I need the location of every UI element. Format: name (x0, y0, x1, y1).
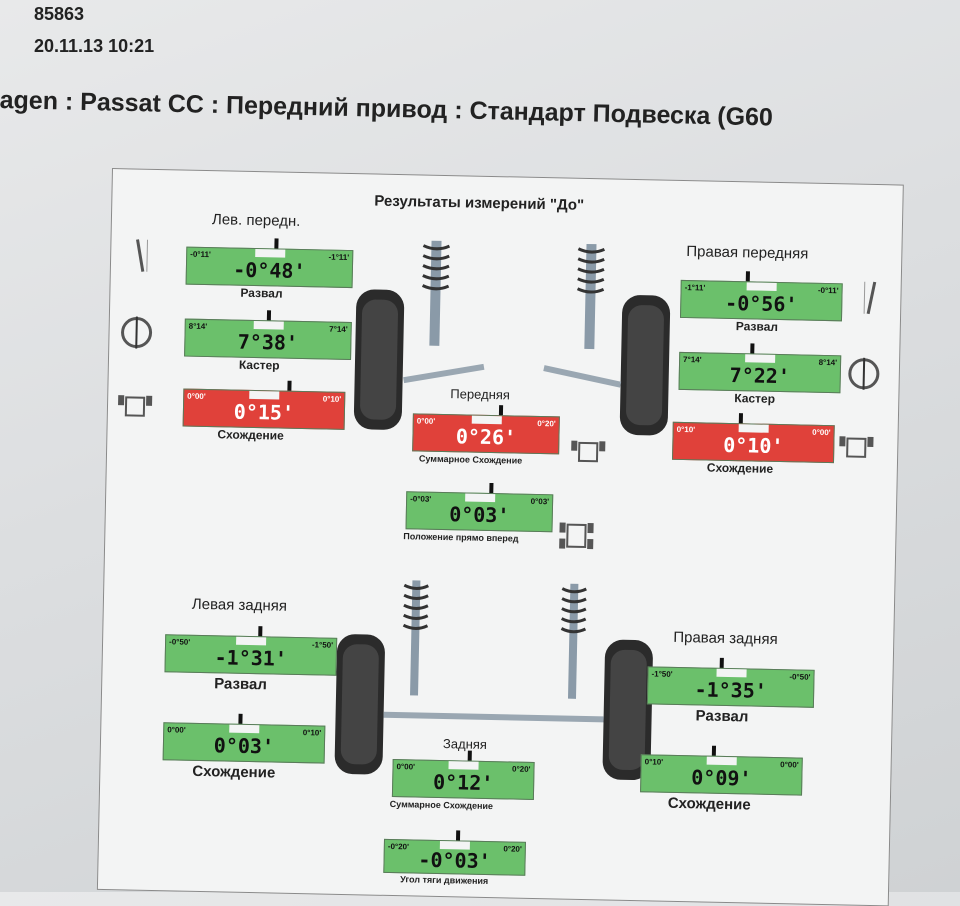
thrust-angle-label: Угол тяги движения (400, 874, 489, 887)
front-left-camber-meter: -0°11' -1°11' -0°48' (185, 246, 354, 289)
toe-car-icon (839, 436, 874, 458)
front-right-toe-value: 0°10' (722, 432, 784, 459)
rear-left-camber-label: Развал (214, 675, 268, 694)
rear-left-camber-value: -1°31' (214, 645, 288, 671)
front-left-toe-label: Схождение (217, 427, 284, 443)
front-right-camber-meter: -1°11' -0°11' -0°56' (679, 279, 843, 322)
rear-right-toe-meter: 0°10' 0°00' 0°09' (640, 754, 803, 796)
front-right-toe-meter: 0°10' 0°00' 0°10' (672, 421, 835, 464)
caster-wheel-icon (848, 357, 880, 390)
rear-left-toe-label: Схождение (192, 762, 276, 782)
rear-right-toe-label: Схождение (667, 794, 751, 814)
rear-left-toe-value: 0°03' (213, 733, 275, 759)
front-axle-label: Передняя (450, 386, 511, 403)
rear-left-camber-meter: -0°50' -1°50' -1°31' (164, 634, 338, 676)
thrust-angle-value: -0°03' (418, 847, 491, 874)
front-left-toe-value: 0°15' (233, 399, 295, 425)
front-right-caster-value: 7°22' (729, 362, 791, 389)
rear-right-camber-meter: -1°50' -0°50' -1°35' (646, 666, 815, 708)
rear-total-toe-meter: 0°00' 0°20' 0°12' (391, 759, 535, 800)
front-right-caster-label: Кастер (734, 391, 776, 406)
report-datetime: 20.11.13 10:21 (34, 36, 155, 56)
front-left-caster-label: Кастер (238, 357, 280, 373)
front-left-camber-label: Развал (240, 285, 283, 301)
front-right-camber-label: Развал (735, 319, 779, 334)
camber-wheel-icon (136, 239, 149, 272)
front-right-caster-meter: 7°14' 8°14' 7°22' (678, 351, 842, 394)
front-left-caster-value: 7°38' (237, 329, 299, 355)
rear-suspension-illustration (334, 580, 653, 781)
rear-left-title: Левая задняя (191, 595, 288, 615)
alignment-sheet: Результаты измерений "До" Лев. передн. - (96, 168, 904, 906)
rear-total-toe-label: Суммарное Схождение (389, 798, 494, 812)
rear-right-camber-label: Развал (695, 707, 749, 726)
report-id: 85863 (34, 4, 85, 24)
rear-right-title: Правая задняя (673, 628, 778, 649)
front-suspension-illustration (353, 240, 671, 436)
toe-car-icon (118, 395, 153, 417)
front-left-title: Лев. передн. (211, 211, 301, 230)
rear-total-toe-value: 0°12' (432, 769, 494, 796)
total-toe-car-icon (571, 440, 606, 463)
front-right-camber-value: -0°56' (724, 290, 798, 317)
front-right-title: Правая передняя (686, 243, 809, 263)
camber-wheel-icon (863, 281, 877, 315)
rear-left-toe-meter: 0°00' 0°10' 0°03' (162, 722, 326, 764)
steering-straight-value: 0°03' (448, 502, 510, 528)
front-total-toe-meter: 0°00' 0°20' 0°26' (412, 413, 560, 455)
front-right-toe-label: Схождение (706, 460, 774, 476)
front-total-toe-value: 0°26' (455, 424, 517, 450)
front-total-toe-label: Суммарное Схождение (418, 453, 523, 466)
steering-straight-meter: -0°03' 0°03' 0°03' (405, 491, 554, 533)
steering-car-icon (559, 522, 594, 550)
front-left-toe-meter: 0°00' 0°10' 0°15' (182, 388, 346, 430)
rear-right-toe-value: 0°09' (691, 765, 752, 791)
thrust-angle-meter: -0°20' 0°20' -0°03' (383, 838, 526, 876)
caster-wheel-icon (121, 316, 153, 349)
front-left-caster-meter: 8°14' 7°14' 7°38' (184, 318, 352, 361)
vehicle-title: agen : Passat CC : Передний привод : Ста… (0, 86, 774, 132)
front-left-camber-value: -0°48' (233, 257, 306, 284)
steering-straight-label: Положение прямо вперед (403, 531, 519, 544)
sheet-title: Результаты измерений "До" (374, 192, 585, 214)
rear-right-camber-value: -1°35' (694, 677, 768, 703)
rear-axle-label: Задняя (442, 736, 488, 752)
